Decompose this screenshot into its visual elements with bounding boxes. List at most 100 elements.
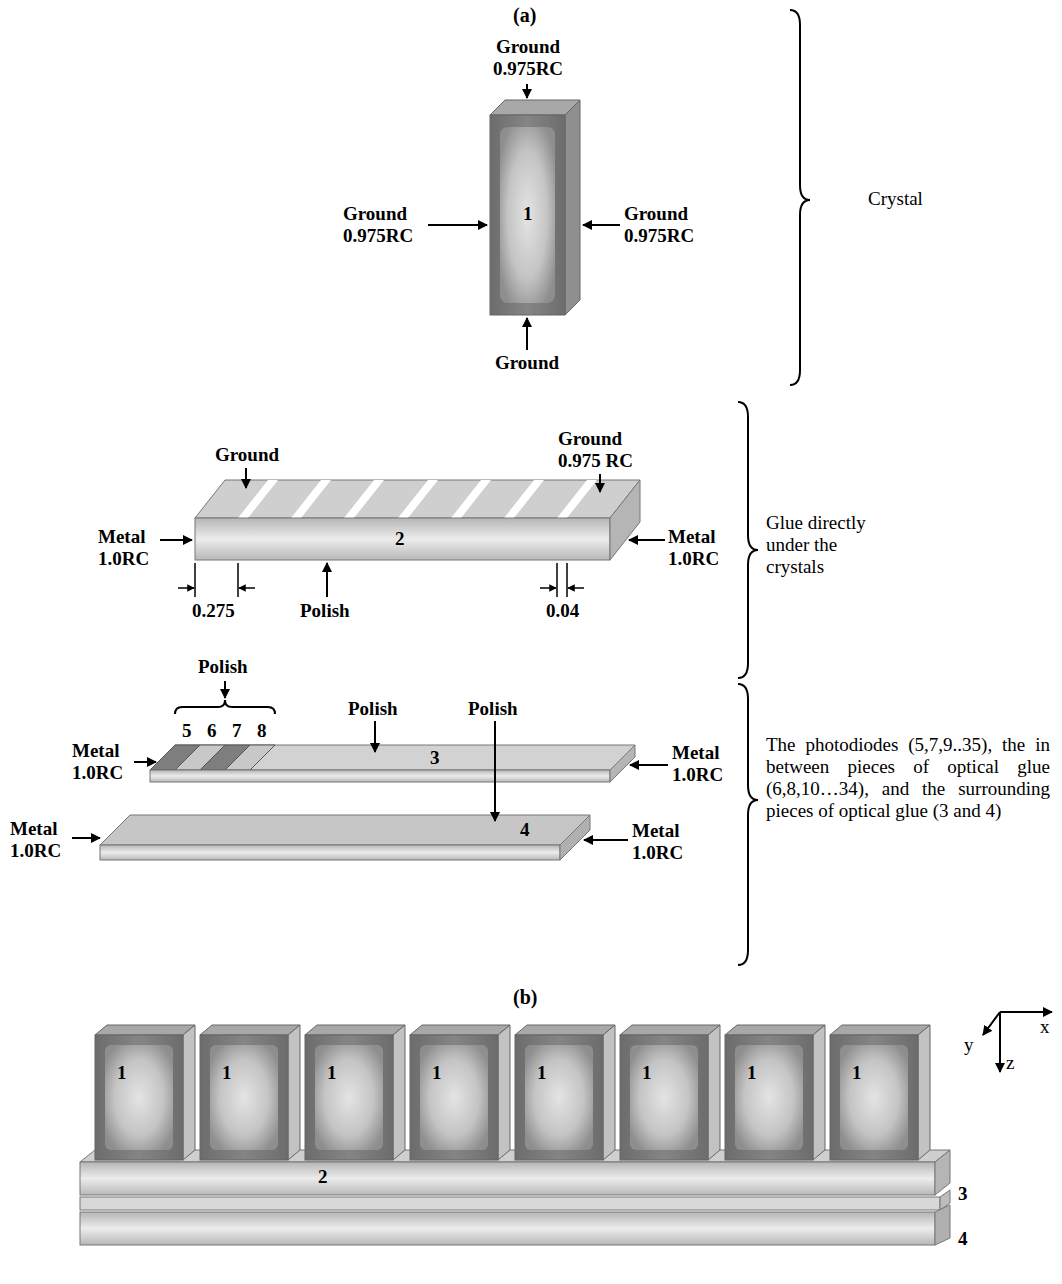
crystal-front-highlight <box>840 1045 908 1150</box>
axis-arrow <box>1000 1011 1052 1013</box>
glue-plate-front-face <box>80 1197 940 1210</box>
glue-front-face <box>80 1162 935 1195</box>
callout-number: 2 <box>318 1166 328 1188</box>
glue-plate-top-face <box>150 745 635 770</box>
dimension-arrow <box>540 587 556 589</box>
boundary-label: Ground <box>495 352 559 374</box>
pointer-arrow <box>224 681 226 698</box>
glue-plate-top-face <box>100 815 590 845</box>
callout-number: 1 <box>537 1062 547 1084</box>
crystal-front-face <box>515 1035 603 1160</box>
glue-plate-side-face <box>610 745 635 782</box>
axis-label: z <box>1006 1052 1014 1074</box>
curly-brace <box>790 10 810 385</box>
crystal-front-face <box>410 1035 498 1160</box>
dimension-lines <box>178 563 584 597</box>
crystal-front-face <box>620 1035 708 1160</box>
group-label: Glue directly under the crystals <box>766 512 891 578</box>
boundary-label: Ground 0.975RC <box>487 36 569 80</box>
axis-label: x <box>1040 1016 1050 1038</box>
crystal-front-highlight <box>525 1045 593 1150</box>
gap-stripe <box>344 480 384 518</box>
axis-arrow <box>999 1012 1001 1072</box>
extension-line <box>566 563 568 597</box>
axis-triad <box>983 1012 1052 1072</box>
callout-number: 2 <box>395 528 405 550</box>
dimension-label: 0.04 <box>546 600 579 622</box>
crystal-figure <box>490 100 580 315</box>
crystal-front-face <box>305 1035 393 1160</box>
curly-brace <box>738 402 758 678</box>
pointer-arrow <box>583 224 620 226</box>
glue-side-face <box>935 1150 950 1195</box>
crystal-side-face <box>498 1025 510 1160</box>
pointer-arrow <box>526 84 528 98</box>
pointer-arrow <box>526 318 528 350</box>
callout-number: 6 <box>207 720 217 742</box>
crystal-side-face <box>393 1025 405 1160</box>
glue-plate-side-face <box>560 815 590 860</box>
crystal-top-face <box>830 1025 930 1035</box>
curly-brace <box>738 684 758 965</box>
dimension-arrow <box>568 587 584 589</box>
callout-number: 4 <box>520 819 530 841</box>
boundary-label: Metal 1.0RC <box>672 742 732 786</box>
crystal-side-face <box>813 1025 825 1160</box>
crystal-top-face <box>410 1025 510 1035</box>
pointer-arrow <box>494 721 496 821</box>
dimension-arrow <box>178 587 194 589</box>
callout-number: 7 <box>232 720 242 742</box>
crystal-top-face <box>200 1025 300 1035</box>
crystal-front-face <box>830 1035 918 1160</box>
surface-label: Polish <box>198 656 248 678</box>
callout-number: 4 <box>958 1228 968 1250</box>
callout-number: 5 <box>182 720 192 742</box>
callout-number: 3 <box>430 747 440 769</box>
gap-stripe <box>291 480 331 518</box>
crystal-top-face <box>725 1025 825 1035</box>
crystal-side-face <box>603 1025 615 1160</box>
boundary-label: Ground 0.975 RC <box>558 428 644 472</box>
boundary-label: Metal 1.0RC <box>98 526 158 570</box>
crystal-front-highlight <box>420 1045 488 1150</box>
surface-label: Polish <box>468 698 518 720</box>
curly-brace <box>175 700 275 714</box>
crystal-front-face <box>95 1035 183 1160</box>
glue-side-face <box>610 480 640 560</box>
boundary-label: Ground 0.975RC <box>624 203 706 247</box>
crystal-side-face <box>183 1025 195 1160</box>
pointer-arrow <box>428 224 487 226</box>
glue-top-face <box>195 480 640 518</box>
crystal-front-face <box>200 1035 288 1160</box>
crystal-top-face <box>490 100 580 115</box>
surface-label: Polish <box>300 600 350 622</box>
gap-stripe <box>398 480 438 518</box>
boundary-label: Ground 0.975RC <box>343 203 425 247</box>
callout-number: 1 <box>117 1062 127 1084</box>
pointer-arrow <box>630 764 668 766</box>
pointer-arrow <box>134 761 156 763</box>
crystal-top-face <box>620 1025 720 1035</box>
surface-label: Polish <box>348 698 398 720</box>
crystal-side-face <box>918 1025 930 1160</box>
gap-stripe <box>238 480 278 518</box>
pointer-arrow <box>599 474 601 492</box>
boundary-label: Metal 1.0RC <box>632 820 692 864</box>
pointer-arrow <box>245 468 247 488</box>
dimension-arrow <box>239 587 255 589</box>
boundary-label: Metal 1.0RC <box>72 740 132 784</box>
crystal-front-face <box>725 1035 813 1160</box>
gap-stripe <box>504 480 544 518</box>
crystal-front-highlight <box>735 1045 803 1150</box>
pointer-arrow <box>629 539 665 541</box>
boundary-label: Metal 1.0RC <box>10 818 70 862</box>
crystal-front-highlight <box>210 1045 278 1150</box>
crystal-top-face <box>95 1025 195 1035</box>
pointer-arrow <box>326 563 328 597</box>
glue-plate-front-face <box>150 770 610 782</box>
axis-arrow <box>983 1012 1000 1035</box>
callout-number: 3 <box>958 1183 968 1205</box>
glue-plate-side-face <box>935 1205 950 1245</box>
